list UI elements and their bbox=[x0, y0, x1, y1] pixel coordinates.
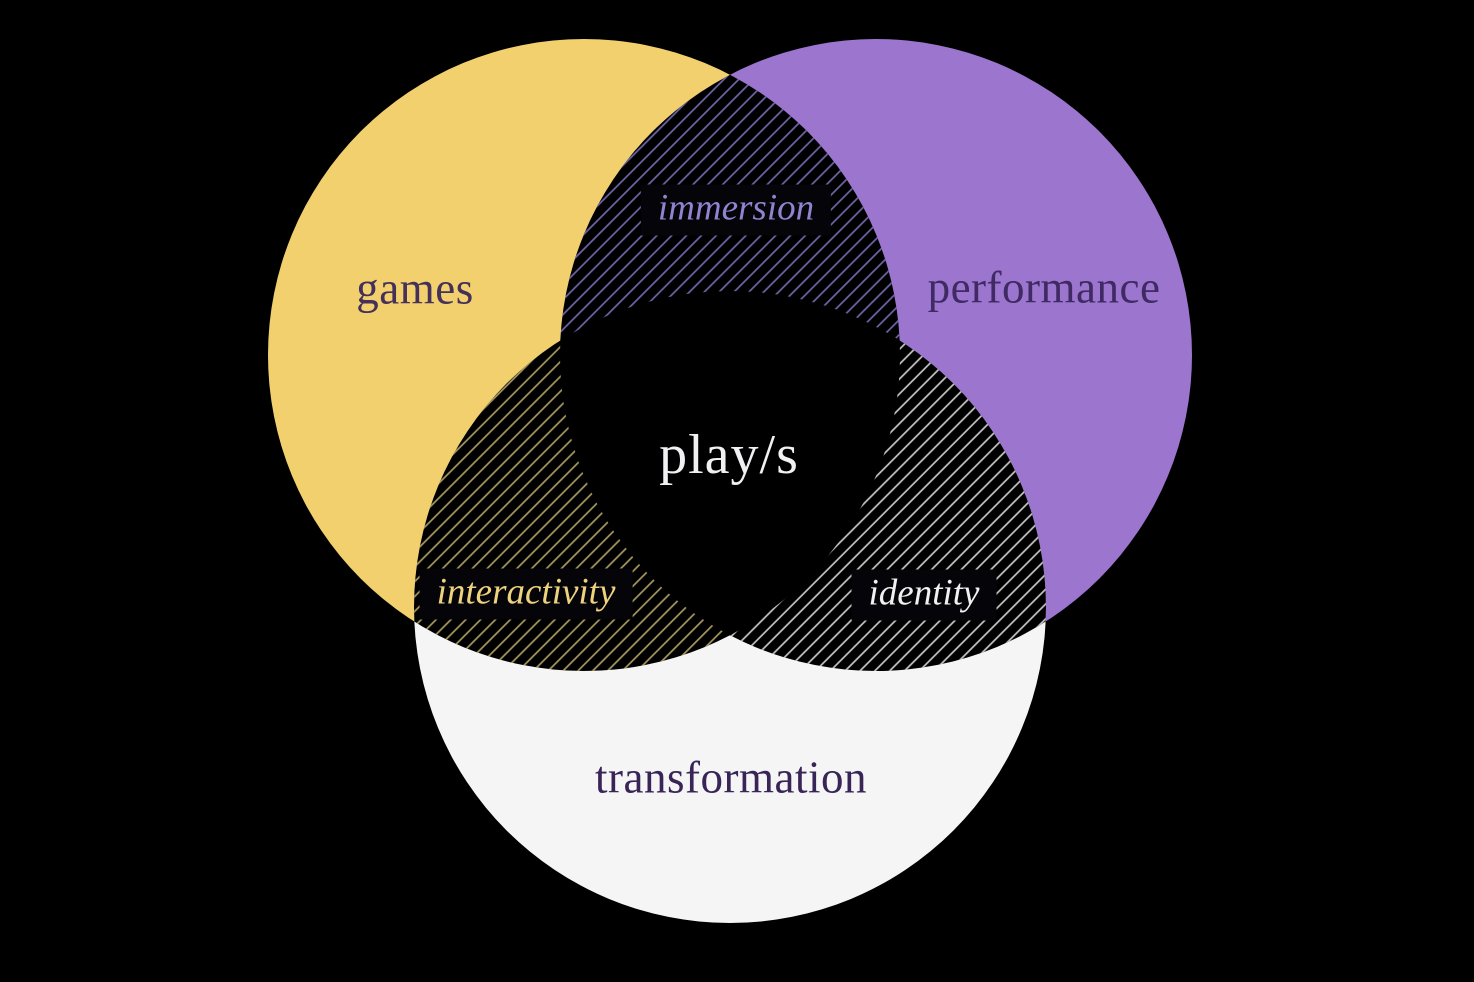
center-label: play/s bbox=[659, 424, 799, 486]
immersion-label: immersion bbox=[640, 184, 832, 236]
identity-label: identity bbox=[851, 569, 997, 621]
transformation-label: transformation bbox=[595, 752, 867, 803]
performance-label: performance bbox=[927, 262, 1161, 313]
interactivity-label: interactivity bbox=[419, 568, 633, 620]
games-label: games bbox=[356, 263, 474, 314]
